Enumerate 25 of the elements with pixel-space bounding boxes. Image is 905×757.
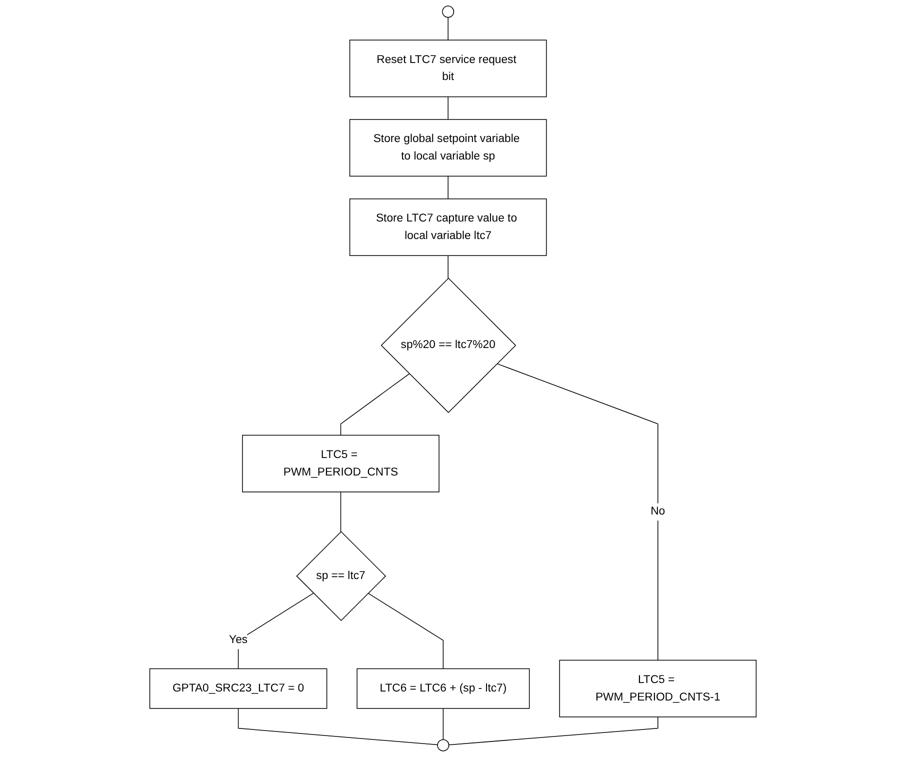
node-box: LTC5 = PWM_PERIOD_CNTS: [242, 434, 439, 492]
node-box: Reset LTC7 service request bit: [348, 40, 546, 98]
node-diamond: sp == ltc7: [296, 531, 386, 622]
connector: [447, 255, 448, 279]
edge-label: Yes: [228, 633, 248, 646]
connector: [442, 708, 444, 740]
connector: [496, 363, 658, 661]
connector: [447, 176, 448, 200]
connector: [367, 592, 444, 670]
node-box: Store global setpoint variable to local variable sp: [348, 119, 546, 177]
node-circle: [442, 6, 454, 18]
node-box: GPTA0_SRC23_LTC7 = 0: [148, 668, 327, 709]
node-diamond: sp%20 == ltc7%20: [380, 278, 516, 414]
edge-label: No: [650, 504, 665, 518]
node-box: Store LTC7 capture value to local variable ltc7: [348, 198, 546, 256]
connector: [340, 373, 410, 436]
connector: [237, 708, 438, 746]
connector: [237, 592, 314, 670]
node-circle: [436, 739, 449, 752]
connector: [340, 492, 341, 532]
connector: [447, 96, 448, 120]
connector: [448, 716, 658, 746]
connector: [447, 17, 448, 40]
node-box: LTC5 = PWM_PERIOD_CNTS-1: [558, 660, 756, 718]
node-box: LTC6 = LTC6 + (sp - ltc7): [356, 668, 530, 709]
